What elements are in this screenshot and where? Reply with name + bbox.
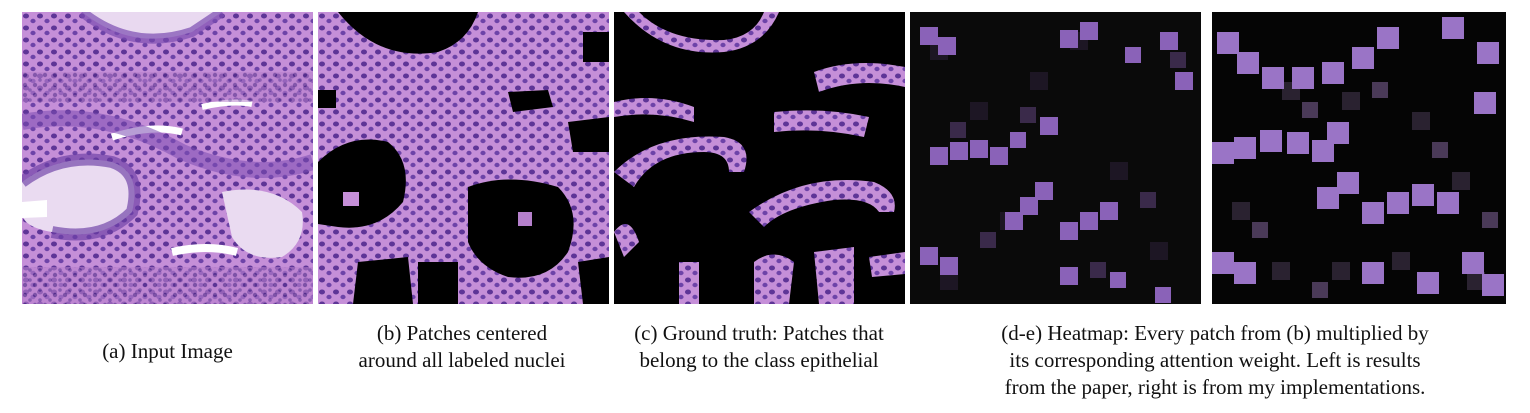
epithelial-mask [614,12,905,304]
attention-heatmap-left [910,12,1201,304]
caption-line: (c) Ground truth: Patches that [634,321,884,345]
caption-input-image: (a) Input Image [22,338,313,365]
histology-image [22,12,313,304]
heatmap-paper [910,12,1201,304]
caption-line: from the paper, right is from my impleme… [1004,375,1426,399]
attention-heatmap-right [1212,12,1506,304]
caption-heatmap: (d-e) Heatmap: Every patch from (b) mult… [930,320,1500,401]
input-image [22,12,313,304]
caption-line: (d-e) Heatmap: Every patch from (b) mult… [1001,321,1429,345]
caption-line: (a) Input Image [102,339,233,363]
caption-patches: (b) Patches centered around all labeled … [312,320,612,374]
caption-ground-truth: (c) Ground truth: Patches that belong to… [600,320,918,374]
patch-mosaic [318,12,609,304]
heatmap-implementation [1212,12,1506,304]
caption-line: its corresponding attention weight. Left… [1009,348,1421,372]
ground-truth-image [614,12,905,304]
caption-line: belong to the class epithelial [639,348,879,372]
caption-line: around all labeled nuclei [358,348,566,372]
caption-line: (b) Patches centered [376,321,548,345]
patches-image [318,12,609,304]
